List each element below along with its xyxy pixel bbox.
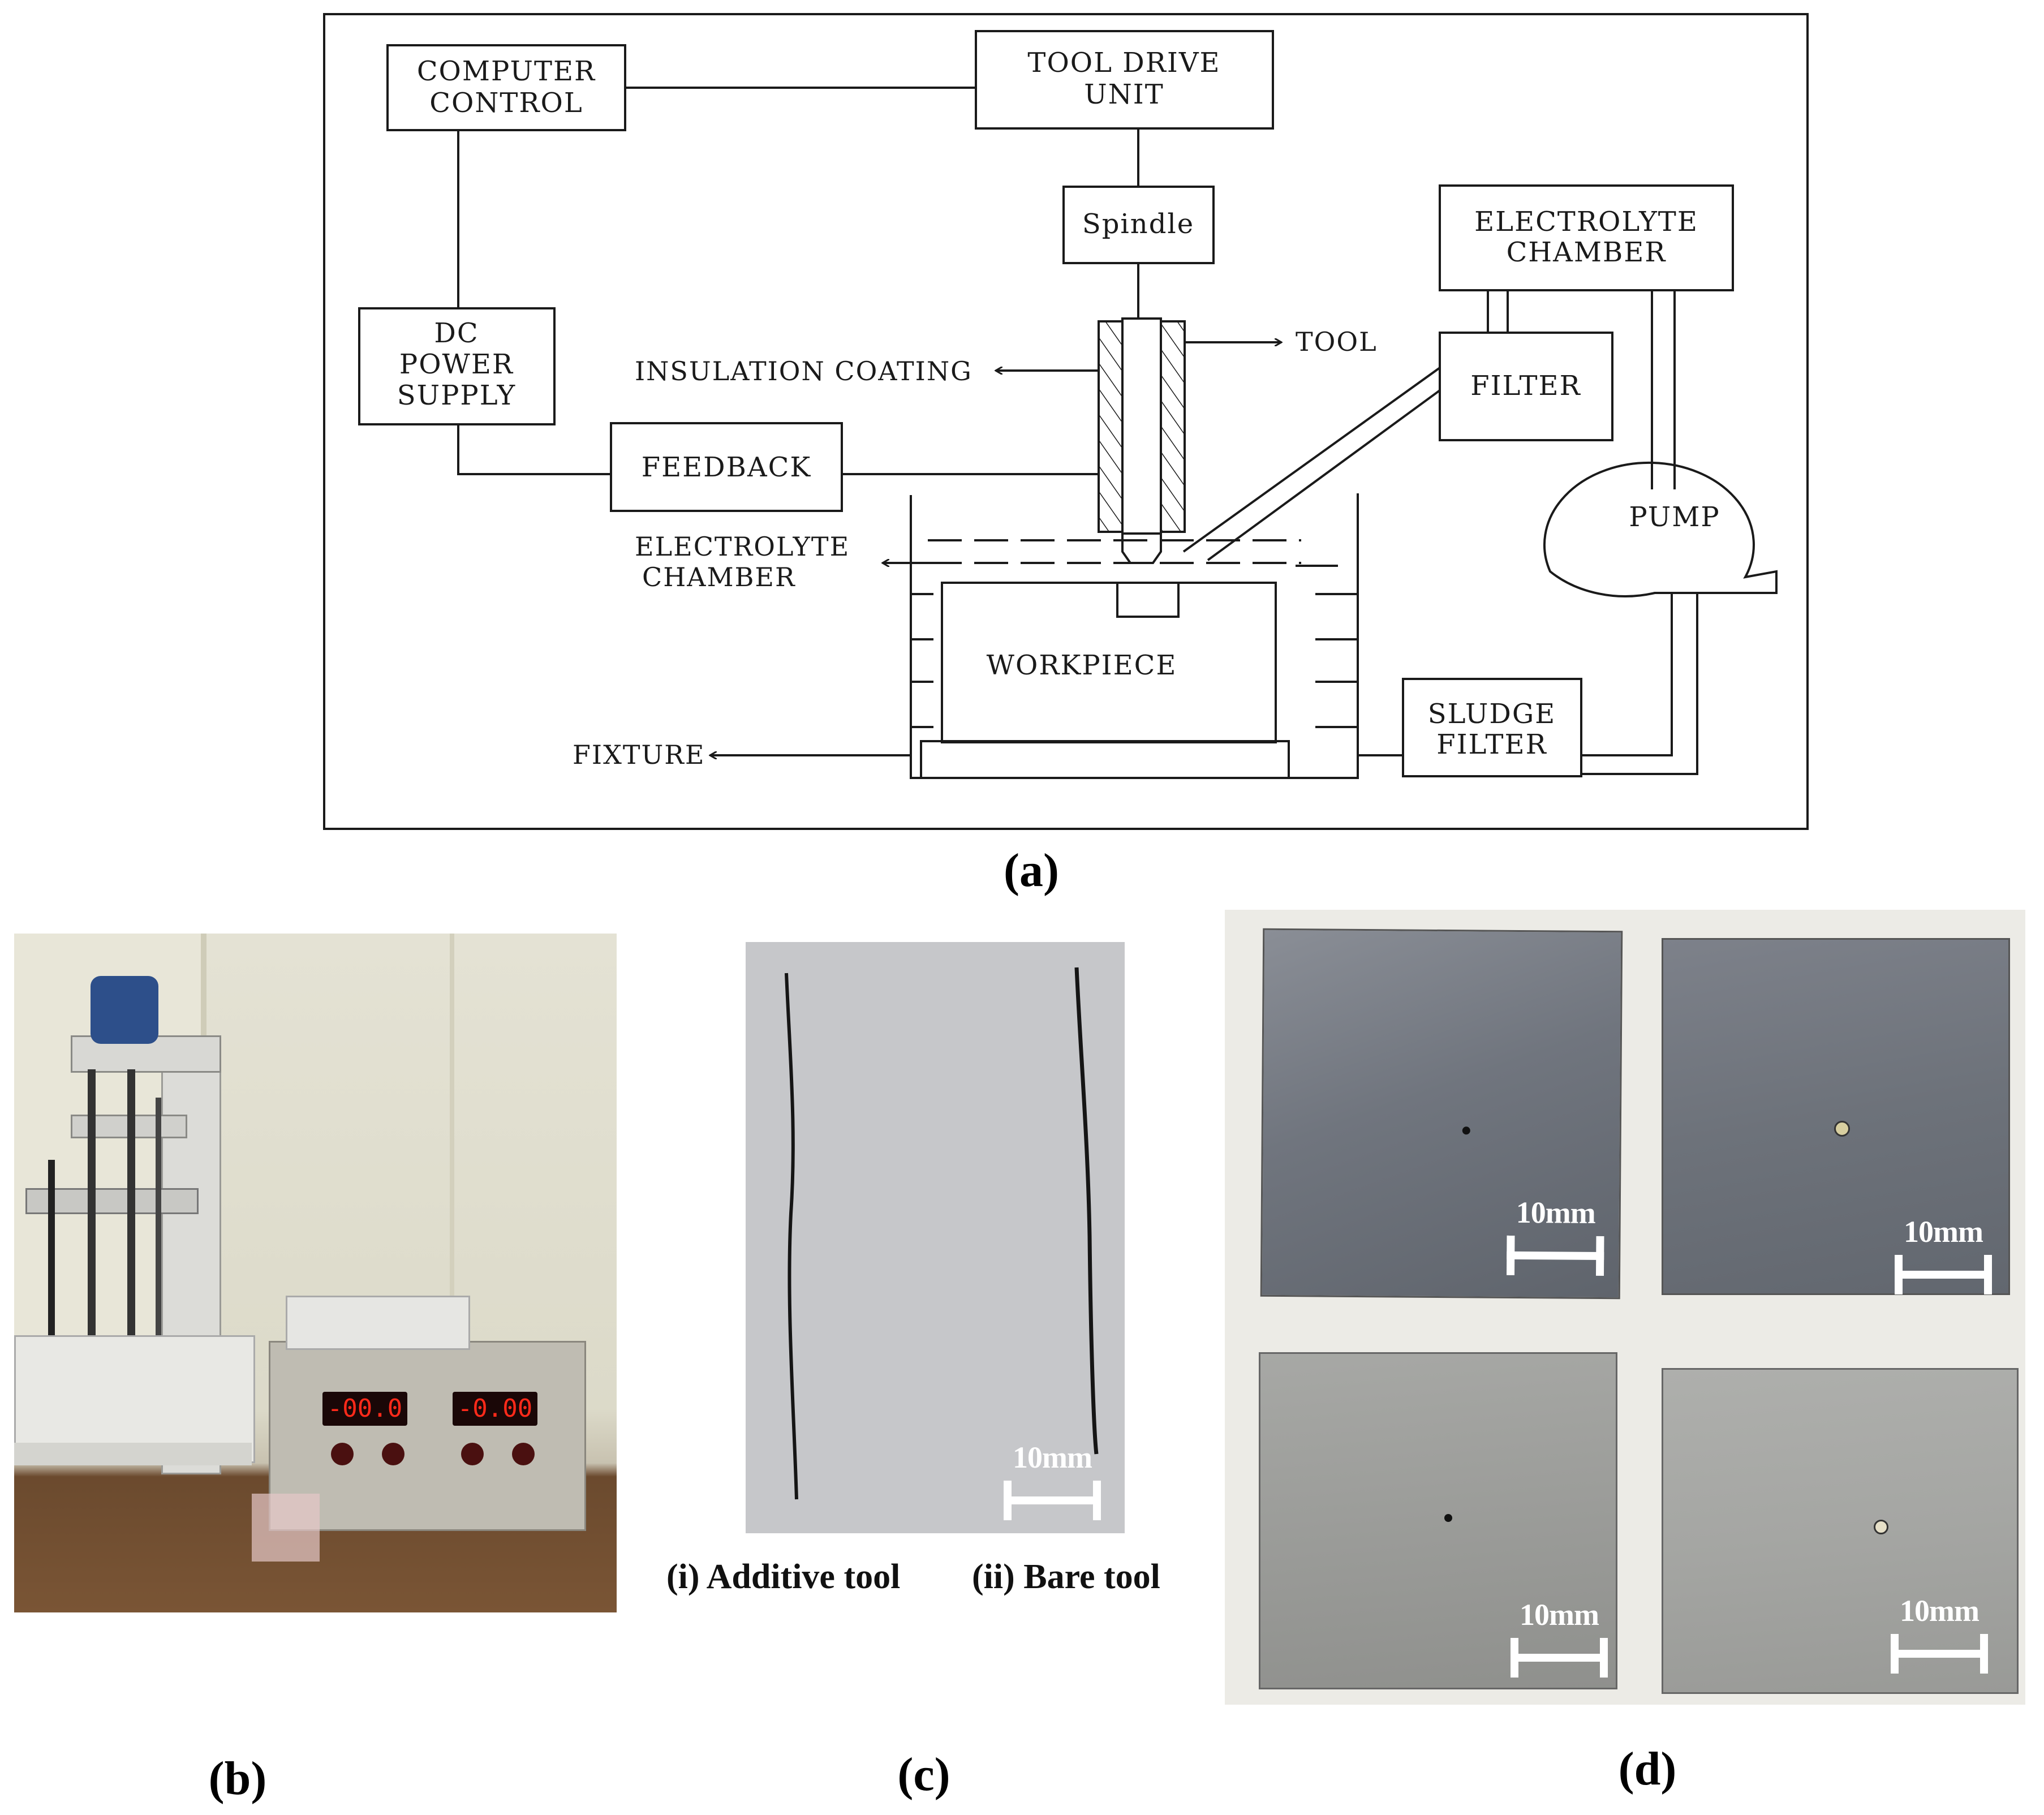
spindle-label: Spindle — [1082, 208, 1194, 240]
feedback-label: FEEDBACK — [642, 451, 811, 483]
panel-label-a: (a) — [1004, 844, 1059, 897]
scale-bar-c: 10mm — [996, 1440, 1109, 1525]
scale-bar-d-bottom-left: 10mm — [1503, 1597, 1616, 1682]
tool-drive-unit-block — [975, 30, 1274, 130]
computer-control-label-2: CONTROL — [429, 87, 583, 119]
dc-power-supply-label-2: POWER — [399, 349, 514, 380]
pump-outline — [1543, 461, 1778, 597]
dc-power-supply-label-3: SUPPLY — [397, 380, 516, 411]
scale-bar-d-top-right: 10mm — [1887, 1214, 2000, 1299]
panel-label-b: (b) — [208, 1752, 267, 1805]
sludge-filter-label-2: FILTER — [1436, 729, 1547, 760]
diagram-frame — [323, 13, 1809, 830]
panel-label-c: (c) — [897, 1748, 950, 1801]
panel-label-d: (d) — [1618, 1743, 1677, 1795]
workpiece-plate-bottom-right: 10mm — [1662, 1368, 2019, 1694]
electrolyte-chamber-top-label-1: ELECTROLYTE — [1474, 206, 1698, 238]
pump-label: PUMP — [1629, 501, 1720, 533]
insulation-coating-label: INSULATION COATING — [635, 356, 972, 386]
motor — [91, 976, 158, 1044]
workpieces-photo: 10mm 10mm 10mm 10mm — [1225, 910, 2025, 1705]
scale-bar-d-bottom-left-label: 10mm — [1520, 1598, 1599, 1632]
filter-block — [1439, 332, 1613, 441]
sludge-filter-label-1: SLUDGE — [1428, 698, 1556, 730]
workpiece-label: WORKPIECE — [987, 650, 1177, 681]
electrolyte-chamber-top-block — [1439, 184, 1734, 291]
scale-bar-d-top-left: 10mm — [1499, 1195, 1612, 1280]
display-left: -00.0 — [322, 1392, 407, 1426]
computer-control-label-1: COMPUTER — [417, 55, 596, 87]
tool-drive-unit-label-2: UNIT — [1084, 79, 1164, 110]
electrolyte-chamber-top-label-2: CHAMBER — [1507, 236, 1667, 268]
tool-electrode — [1121, 317, 1162, 535]
tool-drive-unit-label-1: TOOL DRIVE — [1027, 47, 1220, 79]
filter-label: FILTER — [1470, 370, 1581, 402]
tools-photo: 10mm — [746, 942, 1125, 1533]
workpiece-plate-bottom-left: 10mm — [1259, 1352, 1617, 1689]
feedback-block — [610, 422, 843, 512]
fixture-plate — [920, 740, 1290, 779]
dc-power-supply-block — [358, 307, 556, 425]
setup-photo: -00.0 -0.00 — [14, 934, 617, 1612]
workpiece-plate-top-left: 10mm — [1260, 928, 1623, 1300]
scale-bar-d-top-right-label: 10mm — [1904, 1215, 1983, 1249]
workpiece-plate-top-right: 10mm — [1662, 938, 2010, 1295]
display-right: -0.00 — [453, 1392, 537, 1426]
tool-wires — [785, 967, 1099, 1500]
tool-i-caption: (i) Additive tool — [666, 1558, 901, 1596]
scale-bar-d-bottom-right: 10mm — [1883, 1593, 1996, 1678]
tool-label: TOOL — [1296, 326, 1378, 357]
tool-ii-caption: (ii) Bare tool — [972, 1558, 1160, 1596]
dc-power-supply-label-1: DC — [434, 317, 479, 349]
bare-tool-wire — [1074, 967, 1099, 1455]
sludge-filter-block — [1402, 678, 1582, 777]
scale-bar-d-bottom-right-label: 10mm — [1900, 1594, 1980, 1628]
ecm-schematic-diagram: COMPUTER CONTROL TOOL DRIVE UNIT Spindle… — [323, 13, 1809, 830]
dc-power-supply-unit — [269, 1341, 586, 1531]
scale-bar-c-label: 10mm — [1013, 1440, 1092, 1474]
fixture-label: FIXTURE — [573, 739, 705, 770]
electrolyte-chamber-label-1: ELECTROLYTE — [635, 531, 850, 562]
scale-bar-d-top-left-label: 10mm — [1516, 1195, 1595, 1230]
electrolyte-chamber-label-2: CHAMBER — [642, 562, 796, 592]
additive-tool-wire — [785, 973, 798, 1500]
